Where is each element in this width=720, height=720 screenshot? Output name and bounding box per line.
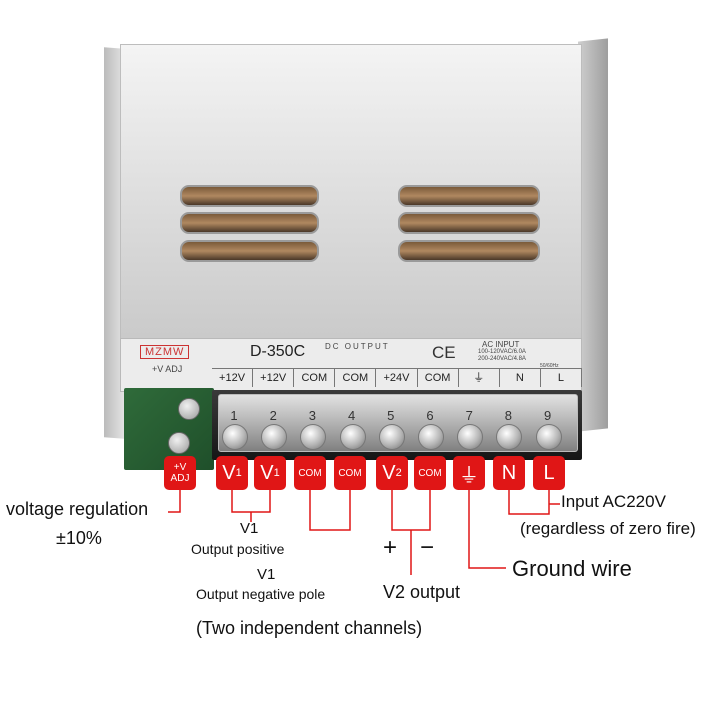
terminal-screw: [535, 424, 562, 450]
terminal-screw: [378, 424, 405, 450]
terminal-label: +12V: [212, 369, 254, 387]
two-channels-note: (Two independent channels): [196, 618, 423, 638]
v1-positive-title: V1: [240, 520, 259, 537]
v1-negative-desc: Output negative pole: [196, 586, 326, 602]
tag-v2-sub: 2: [395, 467, 402, 479]
terminal-label-row: +12V +12V COM COM +24V COM ⏚ N L: [212, 368, 582, 387]
tag-v2-text: V: [382, 461, 396, 484]
vent-slot: [398, 240, 540, 262]
dc-output-label: DC OUTPUT: [325, 342, 390, 351]
tag-v1-text: V: [222, 461, 236, 484]
ground-wire-label: Ground wire: [512, 556, 632, 581]
terminal-screw: [339, 424, 366, 450]
terminal-screw: [300, 424, 327, 450]
adj-label: +V ADJ: [152, 364, 183, 374]
tag-com: COM: [294, 456, 326, 490]
terminal-label: +12V: [253, 369, 295, 387]
vent-slot: [398, 212, 540, 234]
terminal-screw: [457, 424, 484, 450]
product-label: [120, 338, 582, 392]
tag-adj: +V ADJ: [164, 456, 196, 490]
terminal-screw: [261, 424, 288, 450]
terminal-label: L: [541, 369, 582, 387]
terminal-label: +24V: [376, 369, 418, 387]
tag-v1-text: V: [260, 461, 274, 484]
terminal-screw: [496, 424, 523, 450]
adjust-potentiometer: [178, 398, 200, 420]
terminal-number: 3: [308, 408, 316, 423]
tag-adj-line: ADJ: [170, 473, 190, 484]
terminal-label: COM: [335, 369, 377, 387]
brand-logo: MZMW: [140, 345, 190, 359]
terminal-screw: [222, 424, 248, 450]
ground-icon: ⏚: [459, 464, 479, 487]
tag-com: COM: [414, 456, 446, 490]
terminal-number: 6: [426, 408, 434, 423]
tag-l: L: [533, 456, 565, 490]
vent-slot: [180, 185, 319, 207]
tag-com-text: COM: [338, 467, 362, 479]
leader-line-adj: [168, 490, 181, 513]
v2-output-label: V2 output: [383, 582, 461, 602]
plus-sign: +: [383, 534, 398, 561]
minus-sign: −: [420, 534, 435, 561]
capacitor: [168, 432, 190, 454]
terminal-label: COM: [418, 369, 459, 387]
v1-negative-title: V1: [257, 566, 276, 583]
regulation-range-label: ±10%: [56, 528, 102, 548]
terminal-label: COM: [294, 369, 336, 387]
ac-spec-line: 100-120VAC/6.0A: [478, 349, 526, 355]
leader-line-v2: [391, 490, 431, 531]
tag-com-text: COM: [418, 467, 442, 479]
terminal-number: 5: [387, 408, 395, 423]
terminal-number: 1: [230, 408, 238, 423]
ac-input-label: AC INPUT: [482, 340, 520, 349]
tag-v1-sub: 1: [273, 467, 280, 479]
vent-slot: [180, 240, 319, 262]
ac-spec-line: 50/60Hz: [540, 363, 559, 369]
tag-v1-sub: 1: [235, 467, 242, 479]
leader-line-ground: [468, 490, 506, 569]
input-ac-label: Input AC220V: [561, 492, 666, 511]
terminal-number: 9: [543, 408, 552, 423]
vent-slot: [180, 212, 319, 234]
vent-slot: [398, 185, 540, 207]
terminal-label: N: [500, 369, 541, 387]
v1-positive-desc: Output positive: [191, 541, 285, 557]
ce-mark: CE: [432, 343, 456, 362]
tag-com-text: COM: [298, 467, 322, 479]
regardless-note: (regardless of zero fire): [520, 519, 696, 538]
model-number: D-350C: [250, 343, 306, 360]
tag-l-text: L: [543, 461, 555, 484]
voltage-regulation-label: voltage regulation: [6, 499, 149, 519]
leader-line-com: [309, 490, 351, 531]
tag-adj-line: +V: [173, 462, 187, 473]
ac-spec-line: 200-240VAC/4.8A: [478, 356, 526, 362]
terminal-label: ⏚: [459, 369, 500, 387]
tag-ground: ⏚: [453, 456, 485, 490]
terminal-number: 8: [504, 408, 512, 423]
tag-com: COM: [334, 456, 366, 490]
leader-line-v1-pos: [231, 490, 271, 513]
terminal-number: 4: [347, 408, 356, 423]
terminal-number: 7: [465, 408, 473, 423]
terminal-number: 2: [269, 408, 277, 423]
leader-line-nl: [508, 490, 550, 515]
tag-n: N: [493, 456, 525, 490]
terminal-screw: [418, 424, 444, 450]
tag-n-text: N: [501, 461, 517, 484]
